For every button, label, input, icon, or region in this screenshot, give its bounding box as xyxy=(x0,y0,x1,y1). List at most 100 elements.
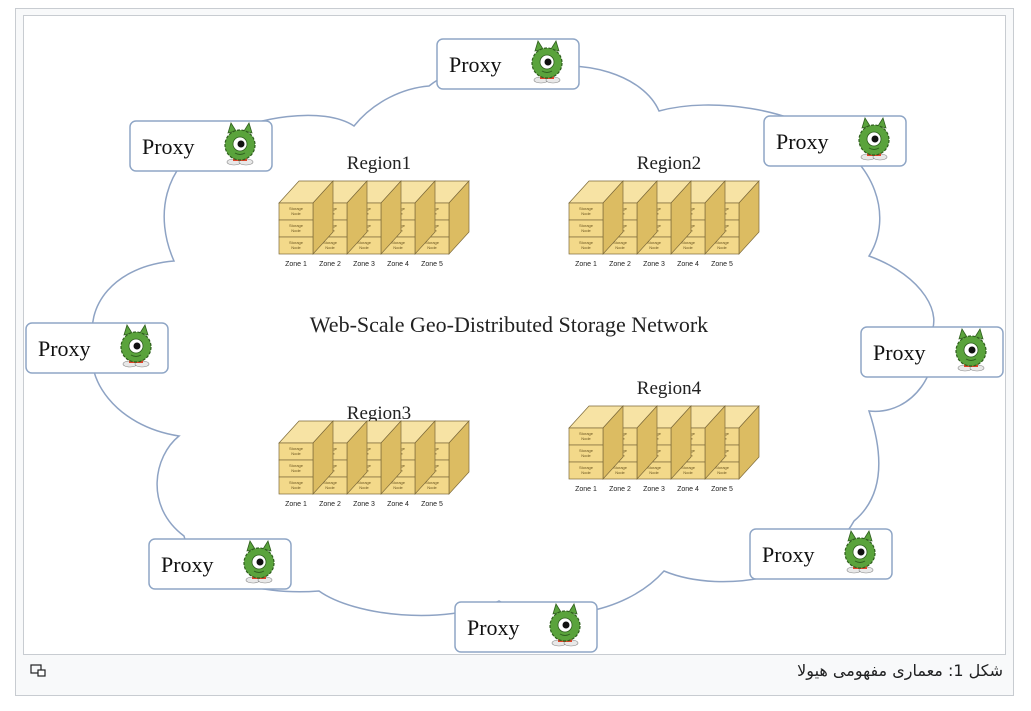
zone-label: Zone 1 xyxy=(285,261,307,268)
proxy-bottom-left: Proxy xyxy=(148,538,292,590)
zone-label: Zone 3 xyxy=(353,501,375,508)
storage-node-label: Node xyxy=(325,485,335,490)
monster-icon xyxy=(120,324,152,368)
storage-node-label: Node xyxy=(683,470,693,475)
proxy-label: Proxy xyxy=(449,52,502,77)
figure-image[interactable]: Web-Scale Geo-Distributed Storage Networ… xyxy=(23,15,1006,655)
storage-node-label: Storage xyxy=(425,480,440,485)
figure-thumbnail: Web-Scale Geo-Distributed Storage Networ… xyxy=(15,8,1014,696)
zone-label: Zone 2 xyxy=(609,261,631,268)
region-label: Region3 xyxy=(347,403,411,424)
storage-node-label: Storage xyxy=(391,480,406,485)
storage-node-label: Node xyxy=(291,245,301,250)
storage-node-label: Node xyxy=(581,211,591,216)
monster-icon xyxy=(858,117,890,161)
storage-node-label: Node xyxy=(291,228,301,233)
storage-node-label: Storage xyxy=(323,240,338,245)
storage-node-label: Node xyxy=(427,485,437,490)
storage-node-label: Node xyxy=(615,470,625,475)
proxy-label: Proxy xyxy=(776,129,829,154)
zone-label: Zone 4 xyxy=(387,501,409,508)
storage-node-label: Node xyxy=(615,245,625,250)
zone-label: Zone 3 xyxy=(643,486,665,493)
proxy-label: Proxy xyxy=(873,340,926,365)
proxy-top: Proxy xyxy=(436,38,580,90)
storage-node-label: Node xyxy=(393,245,403,250)
proxy-label: Proxy xyxy=(142,134,195,159)
storage-node-label: Node xyxy=(581,245,591,250)
storage-node-label: Storage xyxy=(323,480,338,485)
storage-node-label: Storage xyxy=(289,206,304,211)
storage-node-label: Storage xyxy=(647,465,662,470)
zone-label: Zone 3 xyxy=(643,261,665,268)
storage-node-label: Node xyxy=(649,470,659,475)
storage-node-label: Storage xyxy=(579,240,594,245)
storage-node xyxy=(568,236,604,255)
figure-caption: شکل 1: معماری مفهومی هیولا xyxy=(797,661,1003,680)
diagram-title: Web-Scale Geo-Distributed Storage Networ… xyxy=(310,312,708,337)
zone-label: Zone 5 xyxy=(711,261,733,268)
storage-node-label: Storage xyxy=(289,223,304,228)
storage-node-label: Storage xyxy=(579,465,594,470)
proxy-label: Proxy xyxy=(762,542,815,567)
zone-label: Zone 4 xyxy=(677,486,699,493)
monster-icon xyxy=(549,603,581,647)
enlarge-icon[interactable] xyxy=(30,663,48,677)
proxy-right: Proxy xyxy=(860,326,1004,378)
storage-node-label: Storage xyxy=(579,448,594,453)
storage-node-label: Node xyxy=(359,245,369,250)
storage-node-label: Storage xyxy=(579,223,594,228)
architecture-diagram: Web-Scale Geo-Distributed Storage Networ… xyxy=(25,38,1004,653)
storage-node-label: Node xyxy=(581,228,591,233)
storage-node-label: Storage xyxy=(715,465,730,470)
storage-node-label: Node xyxy=(717,245,727,250)
storage-node-label: Storage xyxy=(579,206,594,211)
zone-label: Zone 2 xyxy=(609,486,631,493)
region-label: Region2 xyxy=(637,153,701,174)
storage-node-label: Storage xyxy=(289,446,304,451)
storage-node-label: Node xyxy=(325,245,335,250)
proxy-label: Proxy xyxy=(38,336,91,361)
storage-node-label: Storage xyxy=(391,240,406,245)
storage-node-label: Storage xyxy=(613,465,628,470)
storage-node xyxy=(278,476,314,495)
storage-node-label: Node xyxy=(393,485,403,490)
proxy-bottom-right: Proxy xyxy=(749,528,893,580)
region-3: Region3StorageNodeStorageNodeStorageNode… xyxy=(278,403,470,508)
monster-icon xyxy=(844,530,876,574)
monster-icon xyxy=(224,122,256,166)
zone-label: Zone 3 xyxy=(353,261,375,268)
storage-node-label: Node xyxy=(291,451,301,456)
region-label: Region4 xyxy=(637,378,702,399)
zone-label: Zone 5 xyxy=(421,261,443,268)
region-label: Region1 xyxy=(347,153,411,174)
storage-node-label: Node xyxy=(291,211,301,216)
storage-node-label: Node xyxy=(427,245,437,250)
zone-label: Zone 1 xyxy=(575,261,597,268)
storage-node-label: Storage xyxy=(681,240,696,245)
storage-node-label: Storage xyxy=(579,431,594,436)
storage-node xyxy=(278,236,314,255)
proxy-label: Proxy xyxy=(161,552,214,577)
storage-node-label: Node xyxy=(291,468,301,473)
storage-node-label: Storage xyxy=(357,480,372,485)
monster-icon xyxy=(955,328,987,372)
storage-node-label: Storage xyxy=(425,240,440,245)
storage-node-label: Node xyxy=(291,485,301,490)
storage-node-label: Node xyxy=(649,245,659,250)
zone-label: Zone 5 xyxy=(711,486,733,493)
monster-icon xyxy=(531,40,563,84)
zone-label: Zone 2 xyxy=(319,261,341,268)
zone-label: Zone 1 xyxy=(575,486,597,493)
proxy-left: Proxy xyxy=(25,322,169,374)
storage-node-label: Storage xyxy=(357,240,372,245)
zone-label: Zone 4 xyxy=(677,261,699,268)
storage-node-label: Storage xyxy=(289,240,304,245)
storage-node-label: Node xyxy=(717,470,727,475)
monster-icon xyxy=(243,540,275,584)
storage-node-label: Node xyxy=(683,245,693,250)
region-1: Region1StorageNodeStorageNodeStorageNode… xyxy=(278,153,470,268)
